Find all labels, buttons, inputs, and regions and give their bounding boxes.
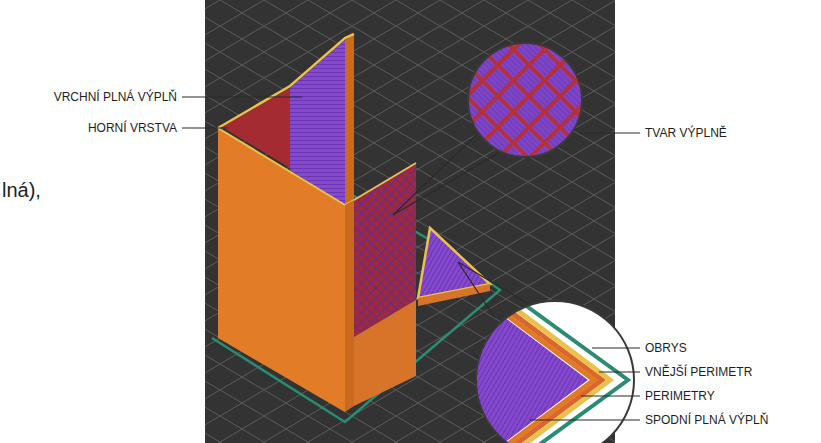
infill-pattern-zoom (468, 43, 582, 157)
zoom-line (458, 262, 527, 303)
leader-line (592, 347, 640, 348)
wall-edge (345, 35, 354, 205)
cut-off-text: lná), (2, 178, 41, 202)
leader-line (182, 127, 228, 128)
callout-label: SPODNÍ PLNÁ VÝPLŇ (645, 413, 768, 427)
leader-line (581, 395, 640, 396)
callout-label: PERIMETRY (645, 389, 715, 403)
skirt-line (440, 243, 628, 443)
front-face (354, 300, 416, 406)
callout-label: TVAR VÝPLNĚ (645, 126, 727, 140)
front-face (345, 200, 354, 412)
leader-line (182, 96, 302, 97)
callout-label: VRCHNÍ PLNÁ VÝPLŇ (54, 90, 177, 104)
callout-label: OBRYS (645, 341, 687, 355)
zoom-line (458, 262, 495, 318)
top-layer (222, 88, 290, 168)
zoom-line (393, 152, 500, 215)
callout-label: VNĚJŠÍ PERIMETR (645, 365, 752, 379)
step-rim (345, 163, 416, 205)
leader-line (580, 132, 640, 133)
callout-label: HORNÍ VRSTVA (88, 121, 177, 135)
top-solid-infill (290, 40, 345, 205)
leader-line (530, 419, 640, 420)
top-rim (218, 128, 345, 205)
zoom-line (393, 133, 478, 215)
top-rim (218, 34, 354, 128)
zoom-border (468, 43, 582, 157)
leader-line (599, 371, 640, 372)
leader-lines (182, 97, 640, 420)
